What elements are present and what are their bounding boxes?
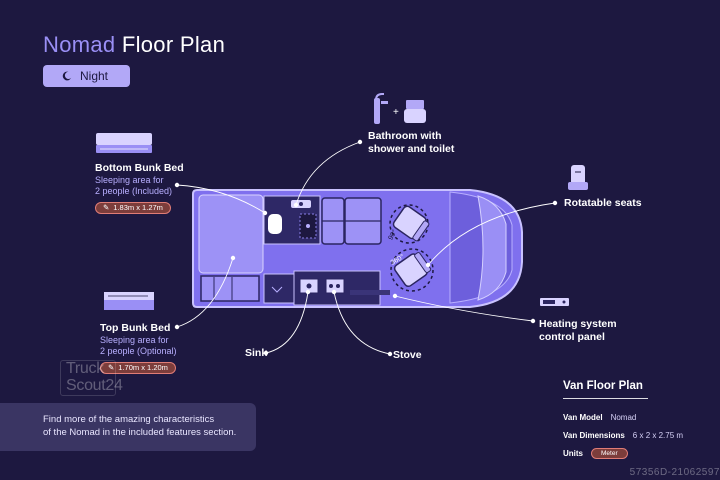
top-bunk-title: Top Bunk Bed (100, 322, 171, 334)
night-label: Night (80, 69, 109, 83)
spec-divider (563, 398, 648, 399)
night-mode-toggle[interactable]: Night (43, 65, 130, 87)
heating-line2: control panel (539, 331, 605, 343)
control-panel-icon (540, 298, 569, 306)
top-bunk-sub1: Sleeping area for (100, 335, 169, 345)
sink-label: Sink (245, 347, 267, 360)
toilet-icon (404, 100, 426, 123)
sink-title: Sink (245, 347, 268, 359)
bathroom-label: Bathroom with shower and toilet (368, 130, 454, 156)
bottom-bunk-sub2: 2 people (Included) (95, 186, 173, 196)
spec-key: Van Dimensions (563, 430, 625, 440)
bottom-bunk-dimensions: ✎ 1.83m x 1.27m (95, 201, 171, 214)
top-bunk-sub2: 2 people (Optional) (100, 346, 177, 356)
spec-key: Van Model (563, 412, 603, 422)
title-brand: Nomad (43, 32, 116, 57)
bathroom-area[interactable] (263, 195, 321, 245)
title-rest: Floor Plan (115, 32, 226, 57)
bottom-bunk-title: Bottom Bunk Bed (95, 162, 184, 174)
dinette-area[interactable] (321, 197, 382, 245)
page-title: Nomad Floor Plan (43, 32, 225, 58)
moon-icon (62, 71, 72, 81)
stove-label: Stove (393, 349, 422, 362)
top-bunk-dims-text: 1.70m x 1.20m (118, 363, 168, 372)
spec-row-model: Van Model Nomad (563, 408, 683, 426)
kitchen-area[interactable] (263, 270, 390, 306)
rotatable-seat-driver[interactable] (389, 204, 430, 244)
shower-icon (374, 93, 388, 124)
spec-row-dimensions: Van Dimensions 6 x 2 x 2.75 m (563, 426, 683, 444)
bunk-bed-area[interactable] (198, 194, 264, 302)
plus-icon: + (393, 107, 399, 118)
watermark-line2: Scout24 (66, 377, 123, 394)
watermark: Truck Scout24 (66, 360, 123, 394)
top-bunk-icon (104, 292, 154, 310)
ruler-icon: ✎ (108, 363, 115, 372)
rotatable-seat-passenger[interactable] (390, 248, 434, 292)
seats-label: Rotatable seats (564, 197, 642, 210)
spec-value: 6 x 2 x 2.75 m (632, 430, 684, 440)
spec-row-units: Units Meter (563, 444, 683, 462)
stove-title: Stove (393, 349, 422, 361)
bottom-bunk-dims-text: 1.83m x 1.27m (113, 203, 163, 212)
features-info-box: Find more of the amazing characteristics… (0, 403, 256, 451)
spec-value: Nomad (610, 412, 637, 422)
bathroom-line1: Bathroom with (368, 130, 442, 142)
reference-id: 57356D-21062597 (629, 467, 720, 478)
bottom-bunk-label: Bottom Bunk Bed Sleeping area for 2 peop… (95, 162, 184, 215)
units-toggle[interactable]: Meter (591, 447, 628, 459)
leader-dots (174, 139, 558, 357)
info-line1: Find more of the amazing characteristics (43, 414, 215, 425)
ruler-icon: ✎ (103, 203, 110, 212)
watermark-line1: Truck (66, 360, 104, 377)
watermark-logo (60, 360, 116, 396)
heating-line1: Heating system (539, 318, 617, 330)
car-seat-icon (568, 165, 588, 190)
top-bunk-dimensions: ✎ 1.70m x 1.20m (100, 361, 176, 374)
bottom-bunk-icon (96, 133, 152, 153)
heating-label: Heating system control panel (539, 318, 617, 344)
leader-lines (176, 141, 556, 355)
info-line2: of the Nomad in the included features se… (43, 427, 237, 438)
bathroom-line2: shower and toilet (368, 143, 455, 155)
seats-title: Rotatable seats (564, 197, 642, 209)
units-key: Units (563, 448, 583, 458)
spec-card: Van Floor Plan Van Model Nomad Van Dimen… (563, 380, 683, 462)
bottom-bunk-sub1: Sleeping area for (95, 175, 164, 185)
spec-title: Van Floor Plan (563, 380, 643, 392)
top-bunk-label: Top Bunk Bed Sleeping area for 2 people … (100, 322, 177, 375)
